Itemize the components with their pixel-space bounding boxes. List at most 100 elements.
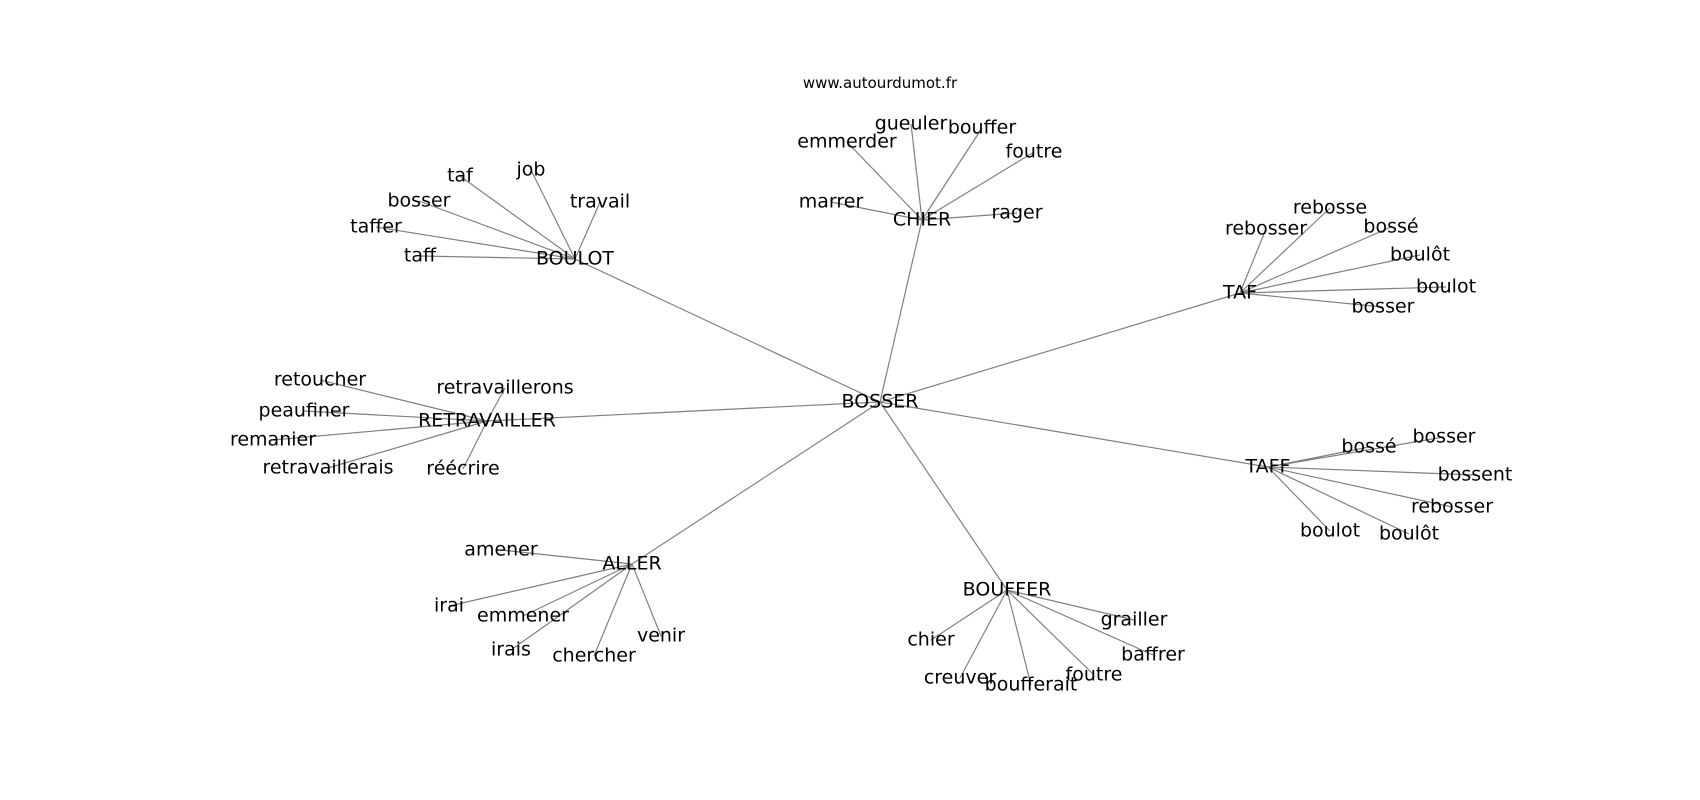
edge-hub-leaf [1239,292,1384,308]
leaf-node-label[interactable]: job [516,159,546,181]
hub-node-label[interactable]: BOULOT [536,248,614,270]
edge-hub-leaf [631,563,662,637]
edge-hub-leaf [530,169,576,260]
leaf-node-label[interactable]: boulot [1416,276,1476,298]
leaf-node-label[interactable]: chercher [552,645,636,667]
edge-hub-leaf [1239,286,1447,294]
graph-labels: BOSSER BOULOT taf job bosser travail taffertaf… [230,113,1512,696]
edge-center-hub [631,401,881,565]
leaf-node-label[interactable]: creuver [924,667,997,689]
edge-hub-leaf [1239,254,1421,294]
leaf-node-label[interactable]: rager [991,202,1042,224]
edge-center-hub [879,401,1269,468]
leaf-node-label[interactable]: venir [637,625,685,647]
edge-hub-leaf [1267,446,1370,468]
leaf-node-label[interactable]: retravaillerais [262,457,393,479]
edge-center-hub [574,258,881,403]
leaf-node-label[interactable]: chier [907,629,954,651]
edge-hub-leaf [327,420,488,469]
leaf-node-label[interactable]: boulot [1300,520,1360,542]
hub-node-label[interactable]: ALLER [602,553,661,575]
leaf-node-label[interactable]: irai [434,595,464,617]
edge-hub-leaf [1006,589,1135,621]
leaf-node-label[interactable]: retoucher [274,369,366,391]
leaf-node-label[interactable]: boulôt [1379,523,1439,545]
edge-hub-leaf [1267,466,1453,508]
leaf-node-label[interactable]: gueuler [875,113,948,135]
leaf-node-label[interactable]: bosser [388,190,451,212]
edge-hub-leaf [1267,466,1410,535]
edge-hub-leaf [418,200,576,260]
edge-hub-leaf [921,151,1035,221]
edge-hub-leaf [1239,228,1267,294]
edge-hub-leaf [830,201,923,221]
edge-hub-leaf [930,589,1008,641]
edge-hub-leaf [522,563,633,617]
leaf-node-label[interactable]: amener [464,539,538,561]
leaf-node-label[interactable]: marrer [799,191,864,213]
leaf-node-label[interactable]: remanier [230,429,316,451]
edge-hub-leaf [510,563,633,651]
leaf-node-label[interactable]: emmerder [797,131,897,153]
leaf-node-label[interactable]: retravaillerons [436,377,573,399]
edge-hub-leaf [1267,466,1476,476]
leaf-node-label[interactable]: réécrire [426,458,499,480]
edge-hub-leaf [448,563,633,607]
graph-edges [272,123,1476,686]
leaf-node-label[interactable]: taffer [350,216,402,238]
leaf-node-label[interactable]: boufferait [985,674,1078,696]
edge-hub-leaf [486,387,506,422]
leaf-node-label[interactable]: emmener [477,605,569,627]
edge-hub-leaf [1006,589,1095,676]
center-node-label[interactable]: BOSSER [842,391,919,413]
edge-hub-leaf [846,141,923,221]
edge-hub-leaf [1239,226,1392,294]
edge-hub-leaf [1267,466,1331,532]
site-url: www.autourdumot.fr [803,74,958,92]
leaf-node-label[interactable]: bouffer [948,117,1017,139]
edge-hub-leaf [459,175,576,260]
edge-hub-leaf [1239,207,1331,294]
leaf-node-label[interactable]: taff [404,245,437,267]
leaf-node-label[interactable]: bosser [1352,296,1415,318]
edge-hub-leaf [303,410,488,422]
leaf-node-label[interactable]: rebosser [1225,218,1307,240]
hub-node-label[interactable]: TAFF [1245,456,1291,478]
edge-hub-leaf [1267,436,1445,468]
edge-hub-leaf [419,255,576,260]
leaf-node-label[interactable]: grailler [1101,609,1168,631]
leaf-node-label[interactable]: travail [570,191,630,213]
leaf-node-label[interactable]: bossé [1363,216,1418,238]
edge-center-hub [879,292,1241,403]
leaf-node-label[interactable]: bosser [1413,426,1476,448]
edge-center-hub [879,219,923,403]
edge-hub-leaf [593,563,633,657]
edge-hub-leaf [574,201,601,260]
edge-hub-leaf [910,123,923,221]
edge-center-hub [879,401,1008,591]
edge-hub-leaf [921,212,1018,221]
edge-hub-leaf [500,549,633,565]
edge-hub-leaf [272,420,488,441]
edge-hub-leaf [462,420,488,470]
leaf-node-label[interactable]: taf [447,165,474,187]
leaf-node-label[interactable]: rebosser [1411,496,1493,518]
leaf-node-label[interactable]: peaufiner [259,400,350,422]
leaf-node-label[interactable]: foutre [1006,141,1063,163]
edge-center-hub [486,401,881,422]
edge-hub-leaf [959,589,1008,679]
leaf-node-label[interactable]: irais [491,639,531,661]
leaf-node-label[interactable]: rebosse [1293,197,1367,219]
leaf-node-label[interactable]: boulôt [1390,244,1450,266]
hub-node-label[interactable]: RETRAVAILLER [418,410,556,432]
leaf-node-label[interactable]: bossent [1438,464,1513,486]
edge-hub-leaf [375,226,576,260]
edge-hub-leaf [921,127,983,221]
leaf-node-label[interactable]: foutre [1066,664,1123,686]
leaf-node-label[interactable]: bossé [1341,436,1396,458]
hub-node-label[interactable]: TAF [1222,282,1257,304]
leaf-node-label[interactable]: baffrer [1121,644,1185,666]
hub-node-label[interactable]: CHIER [893,209,951,231]
hub-node-label[interactable]: BOUFFER [963,579,1052,601]
